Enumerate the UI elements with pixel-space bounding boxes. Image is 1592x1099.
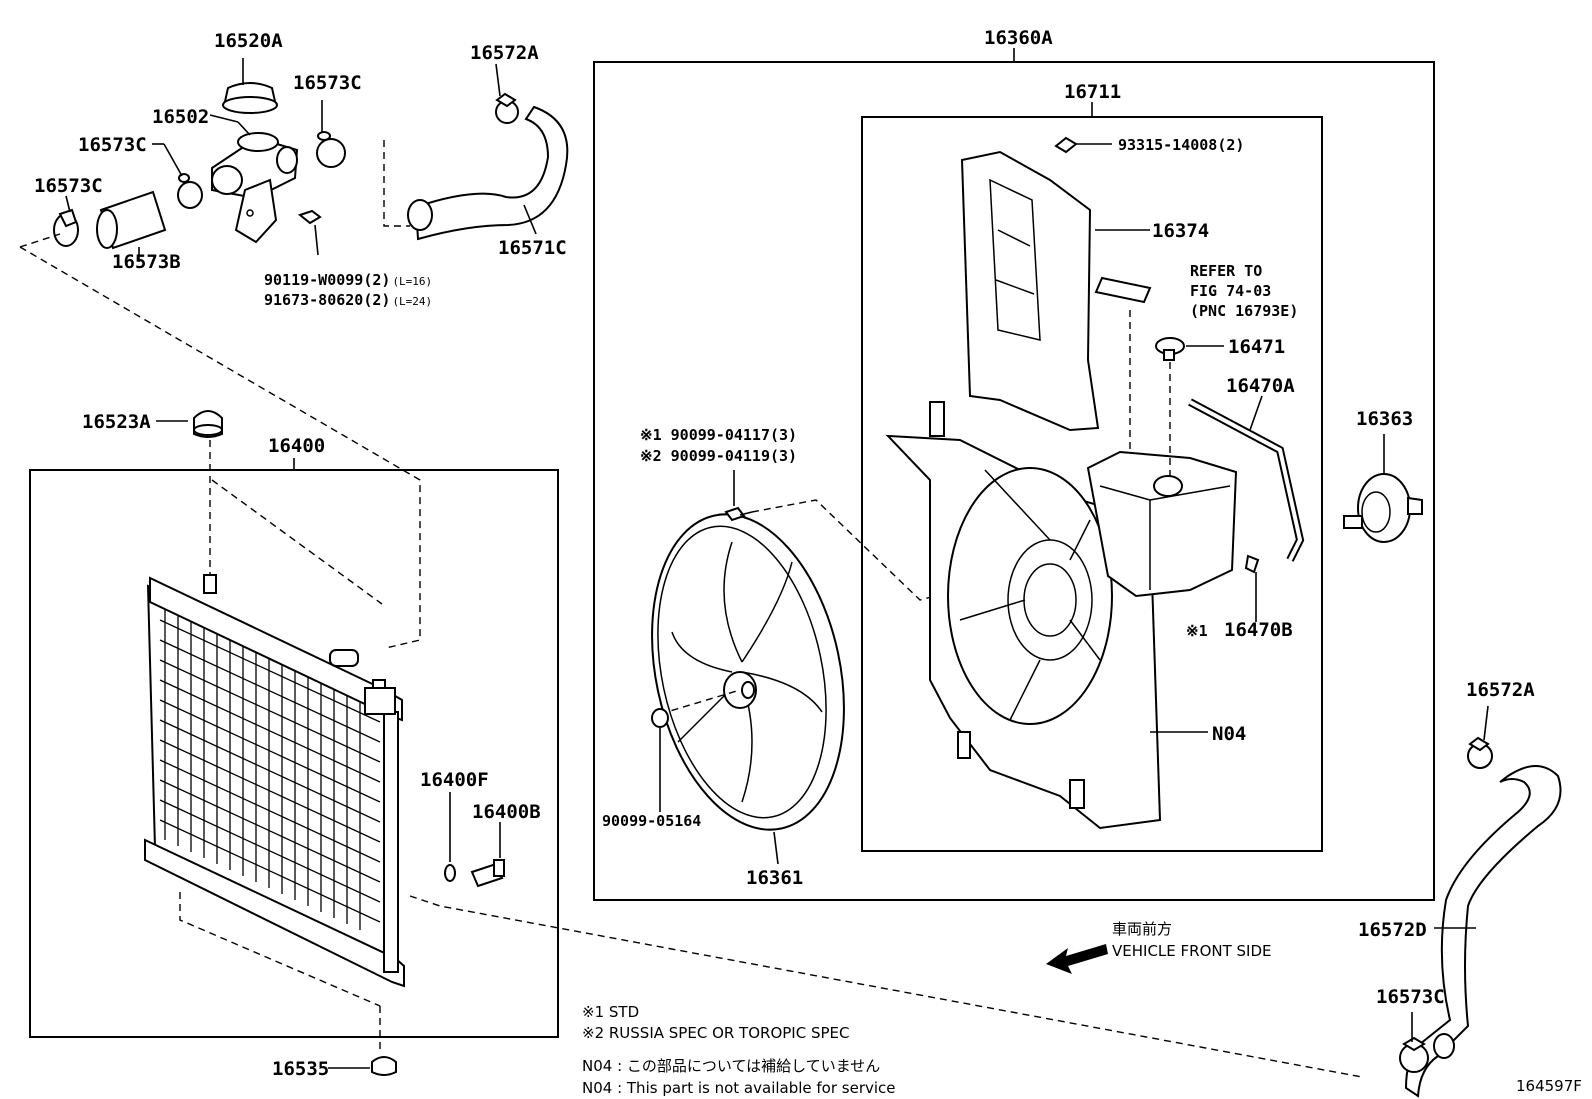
label-93315: 93315-14008(2) [1118, 136, 1244, 154]
label-N04: N04 [1212, 723, 1246, 745]
label-16523A: 16523A [82, 411, 151, 433]
drain-cock-drawing [470, 859, 505, 888]
label-16571C: 16571C [498, 237, 567, 259]
direction-label-jp: 車両前方 [1112, 920, 1172, 938]
bolt-drawing [297, 209, 322, 256]
label-plate-drawing [1094, 276, 1152, 304]
note-russia: ※2 RUSSIA SPEC OR TOROPIC SPEC [582, 1024, 850, 1042]
lower-hose-drawing [1404, 765, 1562, 1098]
label-16400F: 16400F [420, 769, 489, 791]
label-refer-1: REFER TO [1190, 262, 1262, 280]
label-16573C-2: 16573C [78, 134, 147, 156]
label-16572A-top: 16572A [470, 42, 539, 64]
front-direction-arrow [1046, 944, 1108, 974]
label-16471: 16471 [1228, 336, 1285, 358]
filler-neck-drawing [211, 132, 299, 244]
shroud-drawing [885, 401, 1162, 830]
label-16470A: 16470A [1226, 375, 1295, 397]
label-bolt-1: 90119-W0099(2)(L=16) [264, 271, 432, 289]
note-n04-jp: N04 : この部品については補給していません [582, 1057, 880, 1075]
note-std: ※1 STD [582, 1003, 639, 1021]
nut-drawing [651, 708, 669, 728]
label-90099-05164: 90099-05164 [602, 812, 701, 830]
hose-clamp-drawing-top [495, 92, 519, 124]
hose-clamp-drawing-bot [1399, 1036, 1429, 1073]
label-16535: 16535 [272, 1058, 329, 1080]
label-16470B: 16470B [1224, 619, 1293, 641]
reserve-tank-drawing [1086, 450, 1238, 598]
label-16573C-1: 16573C [293, 72, 362, 94]
label-16374: 16374 [1152, 220, 1209, 242]
radiator-cap-drawing [222, 82, 278, 114]
screw-drawing [724, 506, 753, 522]
figure-id: 164597F [1516, 1077, 1582, 1095]
label-screw-2: ※2 90099-04119(3) [640, 447, 797, 465]
note-n04-en: N04 : This part is not available for ser… [582, 1079, 896, 1097]
label-16400: 16400 [268, 435, 325, 457]
label-16361: 16361 [746, 867, 803, 889]
label-16360A: 16360A [984, 27, 1053, 49]
label-16520A: 16520A [214, 30, 283, 52]
radiator-drawing [144, 574, 405, 988]
overflow-hose-drawing [1188, 398, 1305, 562]
hose-clamp-drawing-2 [177, 173, 203, 209]
label-refer-2: FIG 74-03 [1190, 282, 1271, 300]
direction-label-en: VEHICLE FRONT SIDE [1112, 942, 1272, 960]
label-16470B-mark: ※1 [1186, 622, 1208, 640]
label-16572A-bot: 16572A [1466, 679, 1535, 701]
tank-cap-drawing [1155, 337, 1185, 361]
cushion-drawing [371, 1056, 397, 1076]
label-16573C-3: 16573C [34, 175, 103, 197]
clip-drawing [1244, 554, 1260, 574]
fan-motor-drawing [1343, 473, 1423, 543]
fan-drawing [651, 513, 845, 831]
label-16573C-bot: 16573C [1376, 986, 1445, 1008]
drain-cock-plug-drawing [193, 410, 223, 438]
hose-clamp-drawing-1 [316, 131, 346, 168]
hose-clamp-drawing-bot-top [1467, 736, 1493, 769]
label-16400B: 16400B [472, 801, 541, 823]
small-bolt-drawing [1054, 136, 1078, 154]
hose-clamp-drawing-3 [53, 208, 79, 247]
label-16572D: 16572D [1358, 919, 1427, 941]
label-bolt-2: 91673-80620(2)(L=24) [264, 291, 432, 309]
shroud-plate-drawing [960, 150, 1100, 432]
label-16502: 16502 [152, 106, 209, 128]
label-16573B: 16573B [112, 251, 181, 273]
o-ring-drawing [444, 864, 456, 882]
short-hose-drawing [96, 190, 167, 250]
label-refer-3: (PNC 16793E) [1190, 302, 1298, 320]
label-screw-1: ※1 90099-04117(3) [640, 426, 797, 444]
label-16711: 16711 [1064, 81, 1121, 103]
upper-hose-drawing [407, 105, 569, 241]
label-16363: 16363 [1356, 408, 1413, 430]
